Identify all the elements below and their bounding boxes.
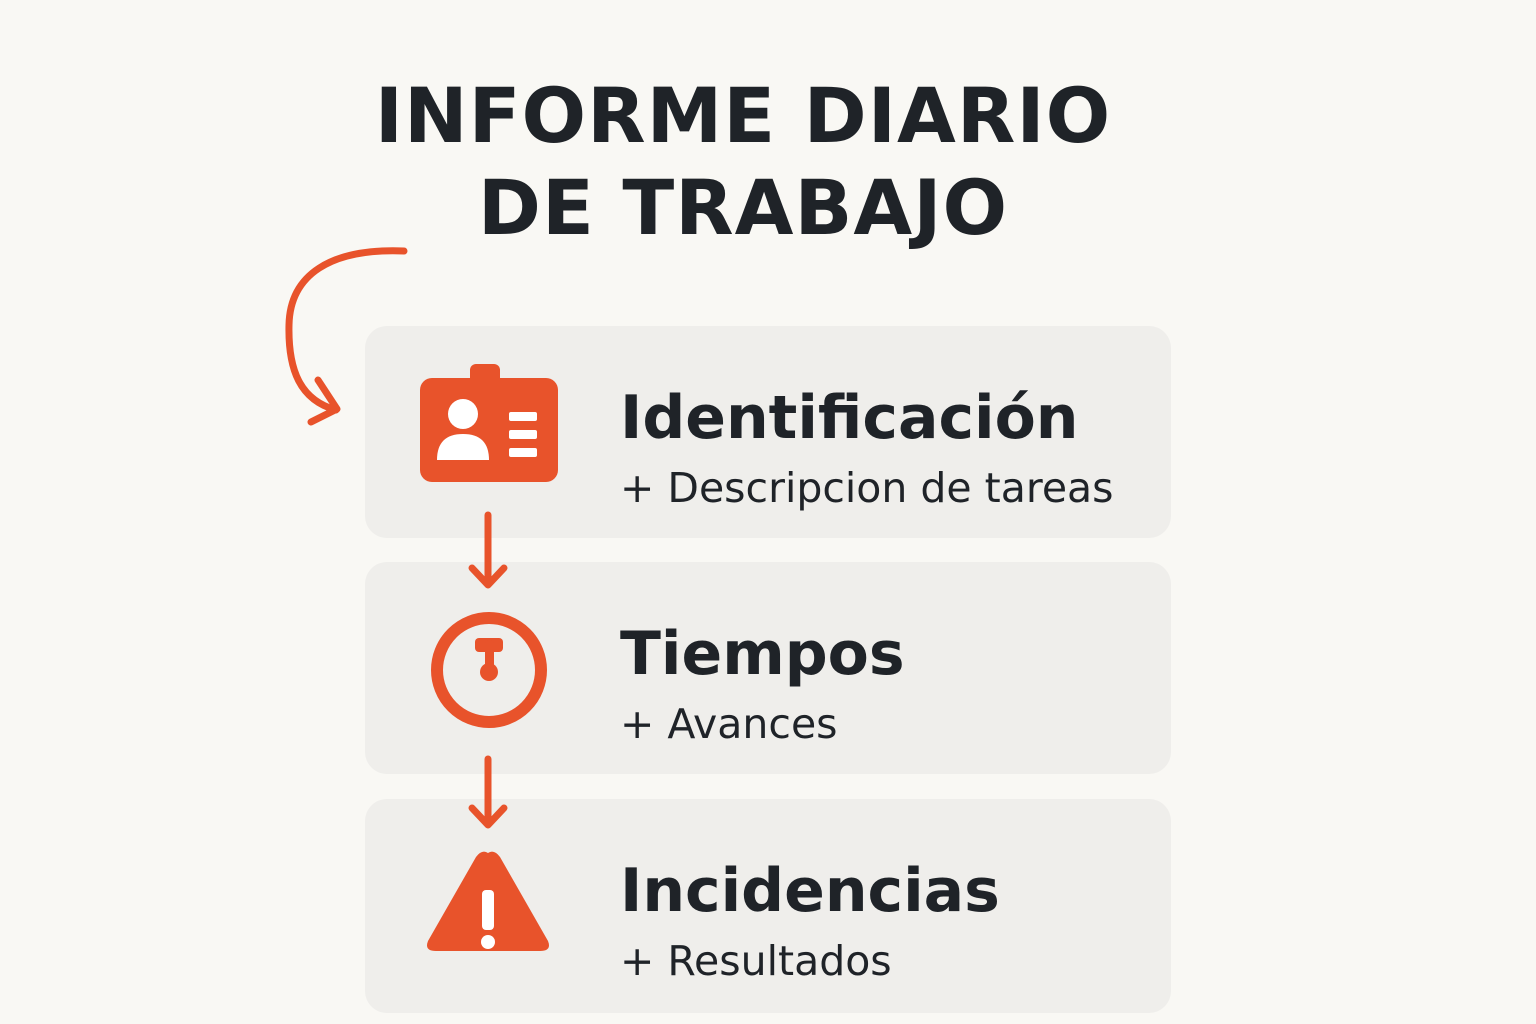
step-subtext: + Resultados <box>620 937 892 985</box>
step-heading: Incidencias <box>620 856 1000 926</box>
warning-icon <box>415 833 565 983</box>
page-title: INFORME DIARIO DE TRABAJO <box>0 70 1486 254</box>
step-subtext: + Avances <box>620 700 838 748</box>
step-card-tiempos: Tiempos + Avances <box>365 562 1171 774</box>
step-heading: Identificación <box>620 383 1079 453</box>
step-heading: Tiempos <box>620 619 905 689</box>
step-card-incidencias: Incidencias + Resultados <box>365 799 1171 1013</box>
step-subtext: + Descripcion de tareas <box>620 464 1114 512</box>
title-line-1: INFORME DIARIO <box>374 71 1112 160</box>
id-badge-icon <box>415 360 565 510</box>
step-card-identificacion: Identificación + Descripcion de tareas <box>365 326 1171 538</box>
stopwatch-icon <box>415 596 565 746</box>
title-line-2: DE TRABAJO <box>477 163 1009 252</box>
